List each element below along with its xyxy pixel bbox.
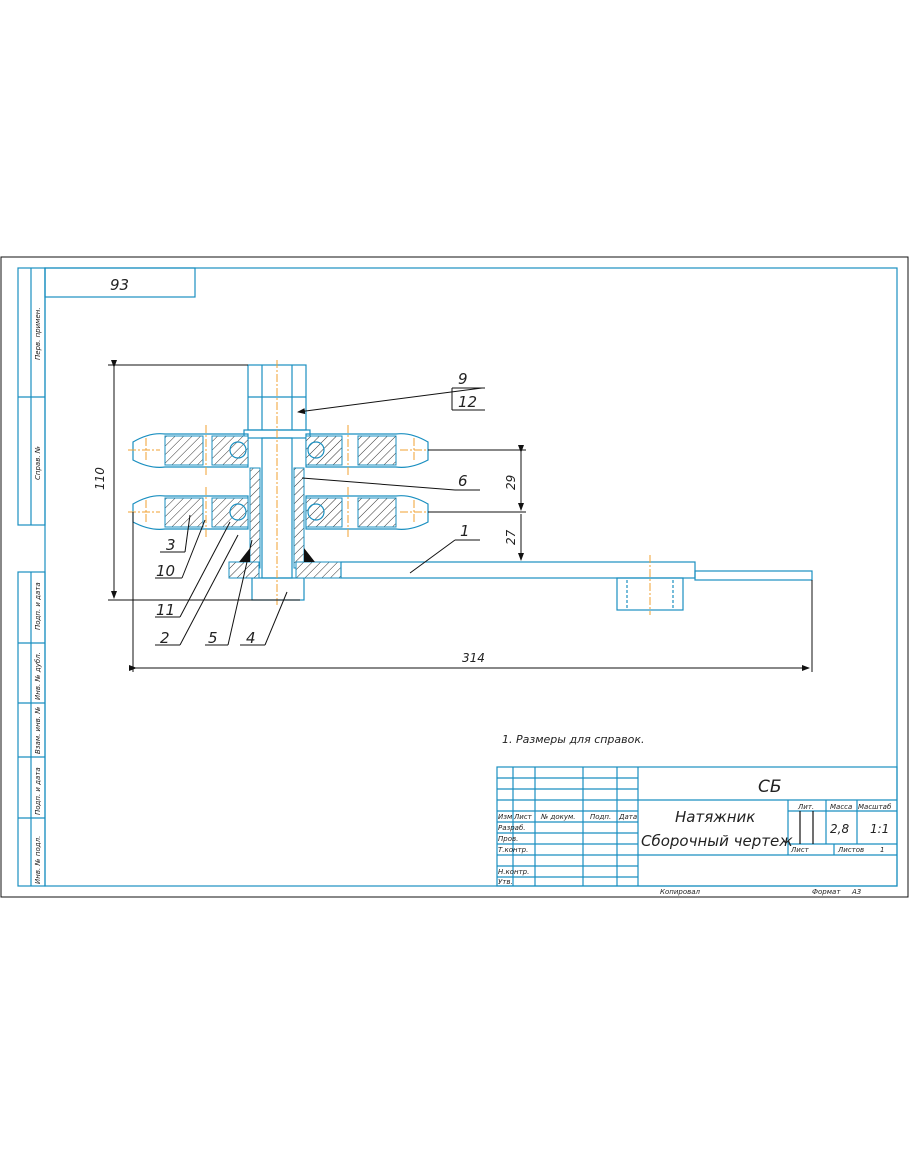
copied-label: Копировал [660,888,701,896]
dimension-lower-gap: 27 [504,529,518,545]
side-label: Подп. и дата [34,767,42,815]
format-value: А3 [851,888,861,896]
role-checker: Пров. [498,835,518,843]
corner-box-text: 93 [110,276,129,294]
dimension-length: 314 [462,651,485,665]
scale-label: Масштаб [858,803,892,811]
header-doc: № докум. [540,813,576,821]
callout-9: 9 [458,370,468,388]
pulley-lower [127,486,434,538]
pulley-upper [128,425,433,475]
side-label: Инв. № подл. [34,836,42,884]
side-label: Перв. примен. [34,307,42,360]
sleeve-right [293,467,305,569]
callout-11: 11 [156,601,175,619]
dimension-upper-gap: 29 [504,475,518,490]
side-label: Справ. № [34,446,42,480]
role-approved: Утв. [498,878,513,886]
dimension-height: 110 [93,467,107,490]
callout-6: 6 [458,472,468,490]
sheets-label: Листов [837,846,864,854]
callout-3: 3 [166,536,176,554]
callout-5: 5 [208,629,218,647]
leader-lines [155,387,485,646]
scale-value: 1:1 [870,822,889,836]
mass-label: Масса [830,803,852,811]
sheet-border [0,256,909,898]
shaft [243,360,311,605]
sheet-label: Лист [790,846,810,854]
document-code: СБ [758,777,782,797]
format-label: Формат [812,888,841,896]
header-sign: Подп. [590,813,611,821]
header-date: Дата [618,813,637,821]
lit-label: Лит. [797,803,814,811]
side-label: Инв. № дубл. [34,652,42,700]
side-label: Взам. инв. № [34,706,42,754]
callout-4: 4 [246,629,256,647]
sleeve-left [249,467,261,569]
header-izm: Изм [498,813,513,821]
callout-12: 12 [458,393,477,411]
assembly-name: Натяжник [675,808,755,826]
title-block-grid [496,766,898,887]
dimension-lines [108,360,813,672]
side-strip [17,267,46,887]
callout-10: 10 [156,562,175,580]
drawing-note: 1. Размеры для справок. [502,733,645,746]
document-type: Сборочный чертеж [641,832,793,850]
sheets-count: 1 [880,846,884,854]
role-tech-control: Т.контр. [498,846,528,854]
mass-value: 2,8 [830,822,849,836]
base-plate [228,548,813,615]
corner-box [44,267,196,298]
role-developer: Разраб. [498,824,526,832]
callout-2: 2 [160,629,170,647]
callout-1: 1 [460,522,470,540]
role-norm-control: Н.контр. [498,868,529,876]
side-label: Подп. и дата [34,582,42,630]
header-list: Лист [513,813,533,821]
